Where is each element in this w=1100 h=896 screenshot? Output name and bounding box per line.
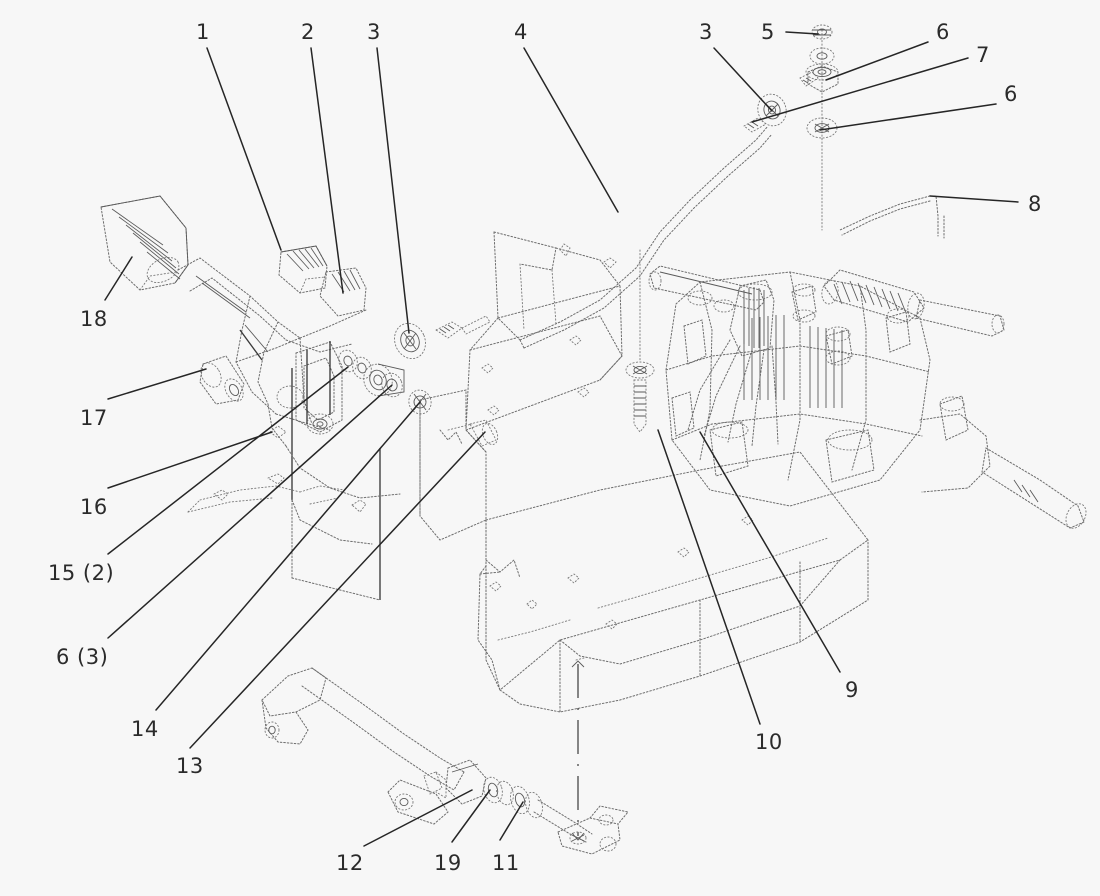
pedal-pad-small-1 xyxy=(278,245,328,294)
transaxle-assembly-group xyxy=(648,265,1087,529)
leader-14 xyxy=(155,401,421,711)
callout-label-9: 9 xyxy=(845,678,859,702)
pedal-mount-bracket-16 xyxy=(269,341,343,439)
washer-stack xyxy=(338,322,432,415)
bolt-hardware-a xyxy=(435,315,491,339)
callout-label-14: 14 xyxy=(131,717,159,741)
bolt-hardware-b xyxy=(447,419,499,447)
leader-8 xyxy=(929,195,1019,203)
leader-9 xyxy=(699,431,841,673)
leader-lines-group xyxy=(104,31,1019,847)
leader-1 xyxy=(206,47,282,251)
lower-linkage-group xyxy=(261,667,629,855)
pedal-assembly-group xyxy=(100,195,499,447)
callout-label-17: 17 xyxy=(80,406,108,430)
leader-7 xyxy=(751,57,969,123)
callout-label-15: 15 (2) xyxy=(48,561,115,585)
callout-label-19: 19 xyxy=(434,851,462,875)
centerline-arrow xyxy=(571,660,585,668)
leader-6a xyxy=(825,41,929,81)
control-rod-linkage-4 xyxy=(519,117,773,349)
callout-label-5: 5 xyxy=(761,20,775,44)
leader-6c xyxy=(107,384,393,639)
callout-label-3: 3 xyxy=(367,20,381,44)
axle-tube-left xyxy=(648,265,765,311)
leader-10 xyxy=(657,429,761,725)
top-hardware-stack xyxy=(757,24,839,231)
leader-12 xyxy=(363,789,473,847)
callout-label-13: 13 xyxy=(176,754,204,778)
callout-label-1: 1 xyxy=(196,20,210,44)
leader-15 xyxy=(107,366,349,555)
pedal-pad-upper-18 xyxy=(100,195,189,291)
callout-label-6c: 6 (3) xyxy=(56,645,109,669)
callout-label-6b: 6 xyxy=(1004,82,1018,106)
leader-5 xyxy=(785,31,819,35)
bushing-spacer-17 xyxy=(199,355,245,405)
frame-plate-10 xyxy=(477,451,869,713)
leader-3b xyxy=(713,47,773,112)
callout-label-6a: 6 xyxy=(936,20,950,44)
leader-16 xyxy=(107,431,273,489)
callout-label-2: 2 xyxy=(301,20,315,44)
callout-label-18: 18 xyxy=(80,307,108,331)
callout-label-12: 12 xyxy=(336,851,364,875)
transaxle-housing xyxy=(665,271,969,507)
pivot-bolt-7 xyxy=(799,63,839,93)
pedal-lever-arm xyxy=(177,257,367,447)
callout-label-8: 8 xyxy=(1028,192,1042,216)
output-shaft-right xyxy=(919,413,1087,529)
chassis-panel-group xyxy=(187,231,623,601)
leader-4 xyxy=(523,47,619,213)
locknut-5 xyxy=(811,24,833,40)
leader-18 xyxy=(104,256,133,301)
leader-2 xyxy=(310,47,344,294)
callout-label-3b: 3 xyxy=(699,20,713,44)
leader-6b xyxy=(819,103,997,131)
centerline-arrow-bottom xyxy=(571,832,585,841)
callout-label-10: 10 xyxy=(755,730,783,754)
carriage-bolt-9 xyxy=(625,249,655,433)
leader-19 xyxy=(451,789,491,843)
callout-label-7: 7 xyxy=(976,43,990,67)
leader-3 xyxy=(376,47,410,334)
bent-rod-8 xyxy=(839,195,945,239)
callout-label-16: 16 xyxy=(80,495,108,519)
leader-13 xyxy=(189,431,486,749)
callout-label-4: 4 xyxy=(514,20,528,44)
callout-label-11: 11 xyxy=(492,851,520,875)
bellows-boot xyxy=(821,269,925,323)
output-shaft-upper xyxy=(915,299,1005,337)
leader-17 xyxy=(107,368,207,400)
leader-11 xyxy=(499,801,524,841)
